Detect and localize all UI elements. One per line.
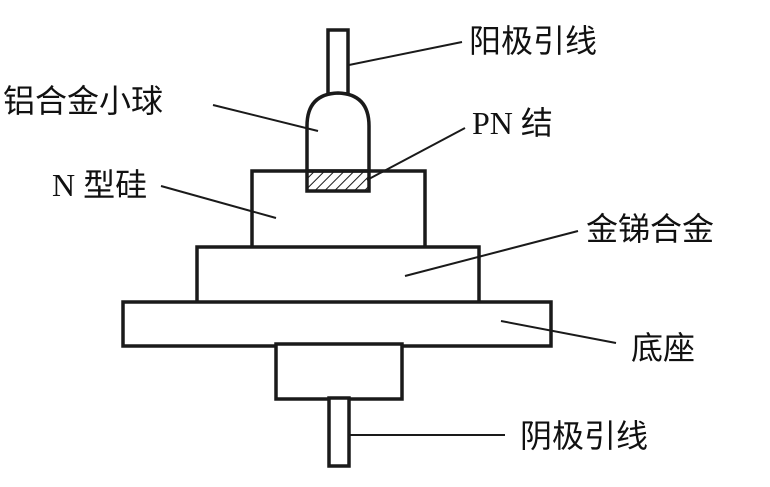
leader-line-anode-lead xyxy=(348,41,463,66)
label-n-type-silicon: N 型硅 xyxy=(52,167,147,203)
gold-antimony-alloy xyxy=(195,245,481,305)
leader-line-base xyxy=(500,320,617,344)
label-gold-antimony-alloy: 金锑合金 xyxy=(586,210,714,248)
label-aluminum-alloy-ball: 铝合金小球 xyxy=(3,82,163,120)
pn-junction-layer xyxy=(305,169,371,193)
leader-line-aluminum-ball xyxy=(212,104,319,132)
leader-line-n-silicon xyxy=(160,185,277,219)
base-lower-block xyxy=(274,342,404,401)
base-plate xyxy=(121,300,553,348)
label-cathode-lead: 阴极引线 xyxy=(520,417,648,455)
label-base: 底座 xyxy=(631,329,695,367)
label-anode-lead: 阳极引线 xyxy=(469,22,597,60)
aluminum-alloy-ball xyxy=(305,91,371,174)
anode-lead-wire xyxy=(326,28,350,96)
label-pn-junction: PN 结 xyxy=(472,105,553,141)
cathode-lead-wire xyxy=(327,396,351,468)
leader-line-gold-antimony xyxy=(404,230,579,277)
leader-line-pn-junction xyxy=(366,127,466,181)
